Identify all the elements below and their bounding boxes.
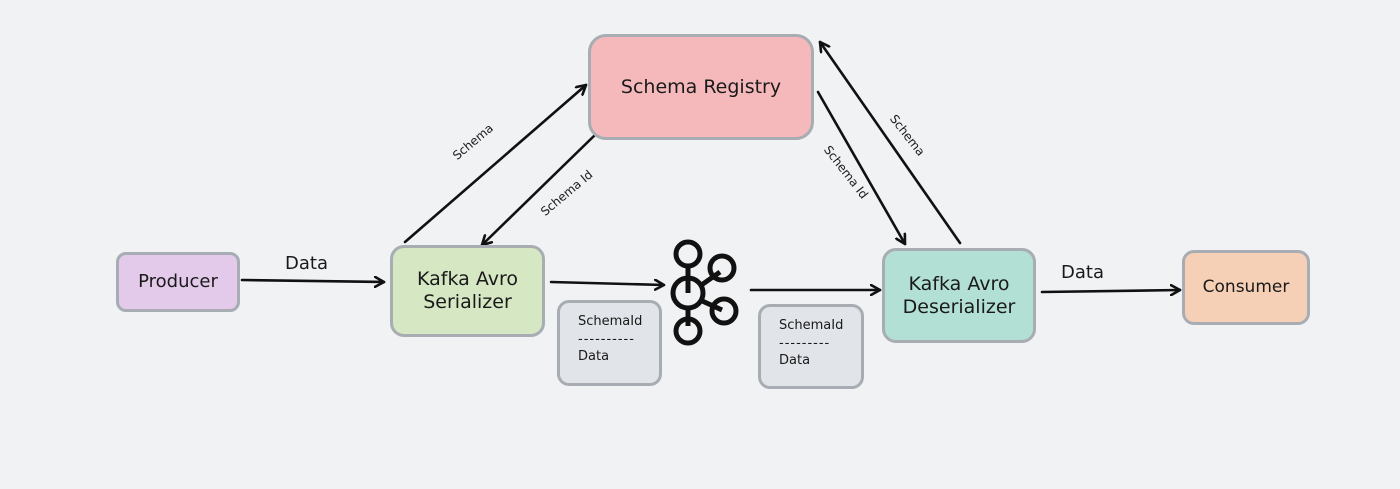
message-schema-id: SchemaId — [779, 318, 844, 333]
producer-label: Producer — [138, 271, 218, 293]
serializer-node: Kafka Avro Serializer — [390, 245, 545, 337]
message-schema-id: SchemaId — [578, 314, 643, 329]
edge-label-data: Data — [285, 253, 328, 274]
message-box: SchemaId ---------- Data — [557, 300, 662, 386]
deserializer-node: Kafka Avro Deserializer — [882, 248, 1036, 343]
producer-node: Producer — [116, 252, 240, 312]
serializer-label-line2: Serializer — [423, 291, 512, 313]
deserializer-label-line2: Deserializer — [902, 295, 1016, 318]
deserializer-label-line1: Kafka Avro — [908, 272, 1010, 295]
message-data: Data — [779, 353, 811, 369]
arrow-producer-to-serializer — [240, 280, 386, 282]
consumer-label: Consumer — [1202, 277, 1290, 298]
edge-label-data: Data — [1061, 262, 1104, 283]
arrow-serializer-to-registry — [403, 83, 588, 244]
arrow-registry-to-deserializer — [816, 90, 907, 246]
message-data: Data — [578, 349, 610, 365]
kafka-logo-icon — [670, 239, 739, 346]
message-separator: --------- — [779, 335, 831, 351]
arrow-registry-to-serializer — [480, 132, 598, 247]
message-box: SchemaId --------- Data — [758, 304, 864, 389]
schema-registry-node: Schema Registry — [588, 34, 814, 140]
arrow-deserializer-to-consumer — [1040, 290, 1182, 292]
arrow-serializer-to-kafka — [549, 282, 666, 285]
schema-registry-label: Schema Registry — [620, 75, 782, 98]
message-separator: ---------- — [578, 331, 635, 347]
arrow-deserializer-to-registry — [818, 40, 962, 245]
consumer-node: Consumer — [1182, 250, 1310, 325]
serializer-label-line1: Kafka Avro — [417, 268, 518, 291]
